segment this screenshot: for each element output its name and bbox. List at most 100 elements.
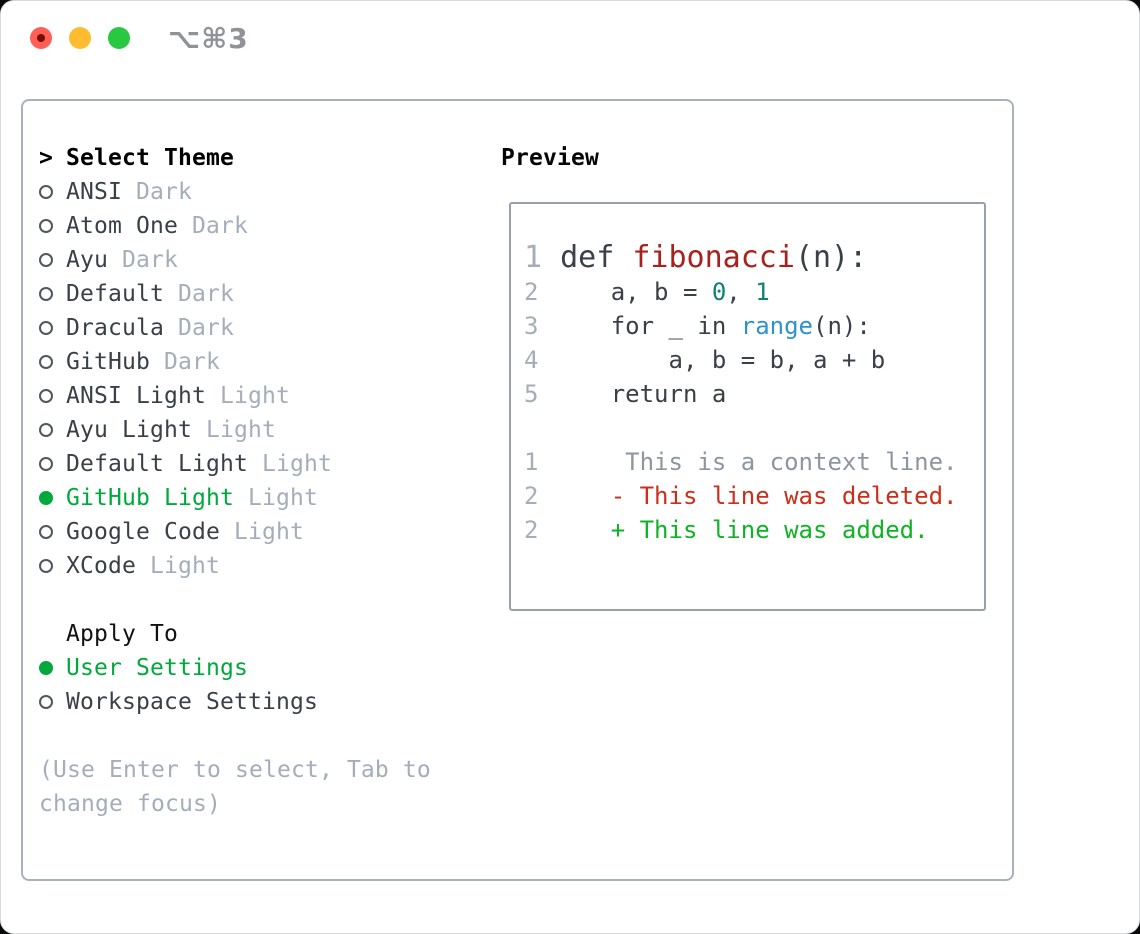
code-token-num: 1 (755, 278, 770, 306)
theme-option-xcode[interactable]: XCode Light (39, 549, 431, 583)
theme-option-atom-one[interactable]: Atom One Dark (39, 209, 431, 243)
theme-name: Ayu Light (66, 417, 192, 443)
theme-variant-label: Dark (163, 349, 220, 375)
code-token-plain: def (542, 240, 633, 275)
code-token-plain: return a (538, 380, 727, 408)
theme-variant-label: Light (233, 519, 304, 545)
radio-icon (39, 457, 53, 471)
code-line: 2 a, b = 0, 1 (524, 275, 984, 309)
radio-slot (39, 219, 54, 233)
code-line: 1 def fibonacci(n): (524, 241, 984, 275)
radio-icon (39, 525, 53, 539)
code-token-plain: (n): (794, 240, 868, 275)
spacer (39, 719, 431, 753)
radio-slot (39, 457, 54, 471)
radio-icon (39, 389, 53, 403)
radio-slot (39, 491, 54, 505)
preview-title: Preview (501, 145, 599, 171)
radio-icon (39, 695, 53, 709)
hint-line-1: (Use Enter to select, Tab to (39, 757, 431, 783)
code-token-ln: 2 (524, 278, 539, 306)
prompt-slot: > (39, 145, 54, 171)
radio-slot (39, 423, 54, 437)
theme-option-github[interactable]: GitHub Dark (39, 345, 431, 379)
code-line: 4 a, b = b, a + b (524, 343, 984, 377)
code-line: 1 This is a context line. (524, 445, 984, 479)
apply-target-name: User Settings (66, 655, 248, 681)
theme-variant-label: Light (261, 451, 332, 477)
code-line: 3 for _ in range(n): (524, 309, 984, 343)
apply-target-option-user-settings[interactable]: User Settings (39, 651, 431, 685)
maximize-button[interactable] (108, 27, 130, 49)
radio-slot (39, 695, 54, 709)
radio-slot (39, 559, 54, 573)
apply-target-name: Workspace Settings (66, 689, 318, 715)
theme-variant-label: Light (247, 485, 318, 511)
theme-name: XCode (66, 553, 136, 579)
theme-name: Default (66, 281, 164, 307)
code-token-num: 0 (711, 278, 727, 306)
code-line: 5 return a (524, 377, 984, 411)
code-token-del: - This line was deleted. (538, 482, 958, 510)
select-theme-header: > Select Theme (39, 141, 431, 175)
theme-option-default-light[interactable]: Default Light Light (39, 447, 431, 481)
theme-name: Atom One (66, 213, 178, 239)
theme-variant-label: Light (150, 553, 220, 579)
theme-name: Google Code (66, 519, 220, 545)
code-token-ln: 3 (524, 312, 539, 340)
radio-icon (39, 253, 53, 267)
code-token-func: fibonacci (632, 240, 795, 275)
code-token-ln: 1 (524, 448, 539, 476)
hint-line-2: change focus) (39, 791, 221, 817)
theme-variant-label: Light (205, 417, 276, 443)
prompt-icon: > (39, 145, 53, 171)
radio-slot (39, 185, 54, 199)
minimize-button[interactable] (69, 27, 91, 49)
theme-option-ayu-light[interactable]: Ayu Light Light (39, 413, 431, 447)
code-token-ln: 5 (524, 380, 539, 408)
theme-name: Default Light (66, 451, 248, 477)
code-token-ctx: This is a context line. (538, 448, 958, 476)
radio-slot (39, 661, 54, 675)
radio-slot (39, 525, 54, 539)
code-token-plain: (n): (813, 312, 871, 340)
radio-icon (39, 287, 53, 301)
code-token-plain: a, b = (538, 278, 712, 306)
code-token-call: range (740, 312, 813, 340)
radio-icon (39, 219, 53, 233)
theme-name: Dracula (66, 315, 164, 341)
code-token-ln: 2 (524, 516, 539, 544)
spacer (39, 583, 431, 617)
theme-variant-label: Dark (122, 247, 178, 273)
theme-name: ANSI (66, 179, 122, 205)
theme-option-ansi[interactable]: ANSI Dark (39, 175, 431, 209)
radio-icon (39, 185, 53, 199)
code-token-ln: 4 (524, 346, 539, 374)
theme-variant-label: Dark (191, 213, 248, 239)
radio-slot (39, 389, 54, 403)
code-token-plain: for _ in (538, 312, 741, 340)
theme-name: GitHub (66, 349, 150, 375)
unsaved-dot-icon (37, 34, 45, 42)
theme-variant-label: Dark (136, 179, 192, 205)
close-button[interactable] (30, 27, 52, 49)
radio-selected-icon (39, 491, 53, 505)
apply-to-header: Apply To (39, 617, 431, 651)
code-token-ln: 2 (524, 482, 539, 510)
apply-target-option-workspace-settings[interactable]: Workspace Settings (39, 685, 431, 719)
theme-option-google-code[interactable]: Google Code Light (39, 515, 431, 549)
apply-to-title: Apply To (66, 621, 178, 647)
theme-name: ANSI Light (66, 383, 206, 409)
radio-icon (39, 321, 53, 335)
